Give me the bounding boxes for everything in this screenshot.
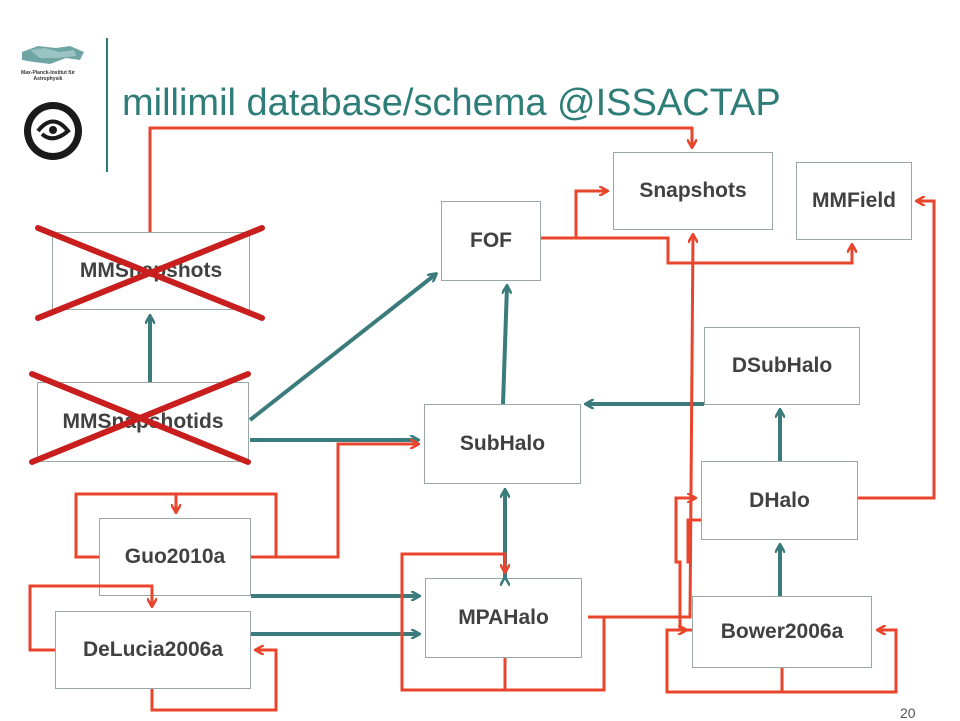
box-snapshots: Snapshots [613,152,773,230]
cross-mmsnapshotids-b [29,371,251,465]
hipacc-logo-icon [24,102,82,160]
arrow-mpahalo-self-left [400,552,505,692]
arrow-mmsnapshots-to-snapshots [148,126,692,232]
arrow-guo-to-subhalo [251,444,418,559]
arrow-fof-to-snapshots [541,191,607,240]
arrow-mmsnapshotids-to-fof [248,274,436,422]
box-mmfield: MMField [796,162,912,240]
arrow-delucia-self-bottom [150,650,278,712]
box-dsubhalo: DSubHalo [704,327,860,405]
arrow-fof-to-mmfield [541,236,852,265]
box-dhalo: DHalo [701,461,858,540]
slide-title: millimil database/schema @ISSACTAP [122,82,781,124]
box-mpahalo: MPAHalo [425,578,582,658]
box-bower2006a: Bower2006a [692,596,872,668]
box-guo2010a: Guo2010a [99,518,251,596]
logo-area [10,38,98,178]
box-delucia2006a: DeLucia2006a [55,611,251,689]
arrow-mpahalo-to-snapshots [588,235,693,619]
arrow-delucia-self [28,584,152,652]
arrow-mpahalo-self [503,615,606,692]
cross-mmsnapshots-b [35,225,265,321]
arrow-subhalo-to-fof [501,286,507,405]
mpa-logo-text: Max-Planck-Institut für Astrophysik [21,70,75,82]
page-number: 20 [900,705,916,721]
arrow-dhalo-self-left [686,518,701,564]
arrow-dhalo-to-mmfield [858,201,936,500]
box-subhalo: SubHalo [424,404,581,484]
header-divider [106,38,108,172]
box-fof: FOF [441,201,541,281]
mpa-logo-icon [22,46,84,64]
